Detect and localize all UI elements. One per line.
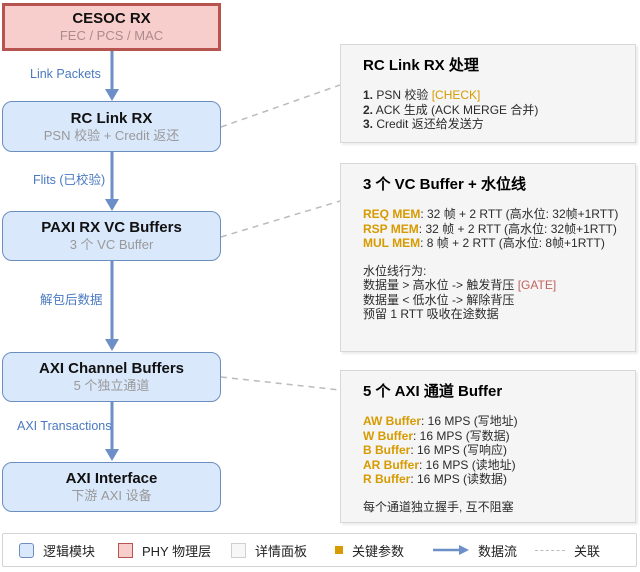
flow-node-cesoc-rx: CESOC RX FEC / PCS / MAC [2, 3, 221, 51]
channel-value: : 16 MPS (写地址) [421, 414, 518, 428]
panel-list-item: 1. PSN 校验 [CHECK] [363, 88, 619, 103]
edge-label-axi-transactions: AXI Transactions [17, 419, 112, 433]
list-text: ACK 生成 (ACK MERGE 合并) [375, 102, 539, 117]
panel-footer: 每个通道独立握手, 互不阻塞 [363, 499, 514, 514]
channel-value: : 16 MPS (写数据) [413, 428, 510, 443]
legend-label: 数据流 [478, 543, 518, 559]
legend-label: 关键参数 [352, 543, 405, 559]
flow-arrowhead-4 [105, 449, 119, 461]
node-title: AXI Channel Buffers [38, 360, 185, 377]
legend-bar: 逻辑模块 PHY 物理层 详情面板 关键参数 数据流 关联 [2, 533, 637, 567]
mem-label: REQ MEM [363, 207, 421, 221]
node-title: RC Link RX [70, 109, 153, 127]
panel-title: 3 个 VC Buffer + 水位线 [363, 176, 526, 193]
spacer [363, 487, 619, 500]
flow-node-axi-interface: AXI Interface 下游 AXI 设备 [2, 462, 221, 512]
list-number: 3. [363, 117, 374, 131]
panel-swatch-icon [231, 542, 246, 558]
logic-swatch-icon [19, 542, 34, 558]
channel-value: : 16 MPS (读地址) [419, 457, 516, 472]
node-subtitle: PSN 校验 + Credit 返还 [43, 127, 180, 143]
panel-list-item: 3. Credit 返还给发送方 [363, 117, 619, 132]
mem-label: MUL MEM [363, 236, 421, 250]
panel-title: RC Link RX 处理 [363, 57, 479, 74]
mem-line: RSP MEM: 32 帧 + 2 RTT (高水位: 32帧+1RTT) [363, 222, 619, 237]
node-title: CESOC RX [72, 10, 151, 27]
legend-label: PHY 物理层 [142, 543, 212, 559]
legend-item-association: 关联 [535, 534, 600, 566]
mem-line: REQ MEM: 32 帧 + 2 RTT (高水位: 32帧+1RTT) [363, 207, 619, 222]
list-number: 2. [363, 102, 374, 117]
channel-line: AR Buffer: 16 MPS (读地址) [363, 458, 619, 473]
behavior-text: 数据量 > 高水位 -> 触发背压 [363, 278, 515, 292]
assoc-line-panel-1 [220, 84, 341, 128]
mem-line: MUL MEM: 8 帧 + 2 RTT (高水位: 8帧+1RTT) [363, 236, 619, 251]
channel-label: B Buffer [363, 443, 411, 457]
mem-value: : 32 帧 + 2 RTT (高水位: 32帧+1RTT) [418, 221, 617, 236]
assoc-line-panel-2 [220, 200, 341, 238]
channel-line: W Buffer: 16 MPS (写数据) [363, 429, 619, 444]
behavior-line: 数据量 < 低水位 -> 解除背压 [363, 293, 619, 308]
behavior-line: 数据量 > 高水位 -> 触发背压 [GATE] [363, 278, 619, 293]
node-subtitle: FEC / PCS / MAC [59, 28, 164, 43]
channel-label: R Buffer [363, 472, 411, 486]
legend-label: 关联 [574, 543, 601, 559]
panel-list-item: 2. ACK 生成 (ACK MERGE 合并) [363, 103, 619, 118]
channel-label: W Buffer [363, 428, 413, 443]
legend-label: 逻辑模块 [43, 543, 96, 559]
channel-line: AW Buffer: 16 MPS (写地址) [363, 414, 619, 429]
flow-node-axi-channel-buffers: AXI Channel Buffers 5 个独立通道 [2, 352, 221, 402]
spacer [363, 251, 619, 264]
channel-label: AR Buffer [363, 457, 419, 472]
mem-value: : 32 帧 + 2 RTT (高水位: 32帧+1RTT) [420, 207, 619, 221]
node-subtitle: 3 个 VC Buffer [69, 237, 154, 252]
edge-label-unpacked-data: 解包后数据 [40, 293, 103, 307]
behavior-heading: 水位线行为: [363, 263, 427, 278]
flow-arrowhead-3 [105, 339, 119, 351]
edge-label-link-packets: Link Packets [30, 67, 101, 81]
legend-label: 详情面板 [255, 543, 308, 559]
edge-label-flits: Flits (已校验) [33, 173, 106, 187]
legend-item-phy: PHY 物理层 [118, 534, 211, 566]
legend-item-logic: 逻辑模块 [19, 534, 95, 566]
channel-line: R Buffer: 16 MPS (读数据) [363, 472, 619, 487]
channel-label: AW Buffer [363, 414, 421, 428]
key-param-dot-icon [335, 546, 343, 554]
detail-panel-axi-channels: 5 个 AXI 通道 Buffer AW Buffer: 16 MPS (写地址… [340, 370, 636, 523]
list-number: 1. [363, 88, 374, 102]
channel-value: : 16 MPS (读数据) [410, 472, 508, 486]
phy-swatch-icon [118, 542, 133, 558]
node-subtitle: 5 个独立通道 [73, 378, 150, 393]
node-title: PAXI RX VC Buffers [41, 219, 182, 236]
panel-title: 5 个 AXI 通道 Buffer [363, 383, 503, 400]
node-subtitle: 下游 AXI 设备 [71, 488, 152, 503]
behavior-text: 数据量 < 低水位 -> 解除背压 [363, 292, 515, 307]
channel-value: : 16 MPS (写响应) [410, 443, 508, 457]
detail-panel-vc-buffers: 3 个 VC Buffer + 水位线 REQ MEM: 32 帧 + 2 RT… [340, 163, 636, 352]
flow-arrowhead-1 [105, 89, 119, 101]
flow-arrowhead-2 [105, 199, 119, 211]
mem-value: : 8 帧 + 2 RTT (高水位: 8帧+1RTT) [420, 236, 605, 250]
flow-node-paxi-rx-vc-buffers: PAXI RX VC Buffers 3 个 VC Buffer [2, 211, 221, 261]
key-param-tag: [CHECK] [431, 88, 481, 102]
flow-node-rc-link-rx: RC Link RX PSN 校验 + Credit 返还 [2, 101, 221, 152]
behavior-text: 预留 1 RTT 吸收在途数据 [363, 307, 499, 321]
mem-label: RSP MEM [363, 221, 419, 236]
channel-line: B Buffer: 16 MPS (写响应) [363, 443, 619, 458]
legend-item-key-param: 关键参数 [335, 534, 404, 566]
list-text: Credit 返还给发送方 [376, 117, 484, 131]
detail-panel-rc-link-rx: RC Link RX 处理 1. PSN 校验 [CHECK] 2. ACK 生… [340, 44, 636, 143]
list-text: PSN 校验 [376, 88, 429, 102]
behavior-line: 预留 1 RTT 吸收在途数据 [363, 307, 619, 322]
node-title: AXI Interface [65, 470, 158, 487]
flow-arrow-icon [433, 545, 469, 555]
assoc-line-panel-3 [220, 376, 341, 391]
association-lines [220, 84, 341, 391]
legend-item-panel: 详情面板 [231, 534, 307, 566]
gate-tag: [GATE] [517, 278, 557, 292]
dashed-line-icon [535, 549, 565, 551]
legend-item-data-flow: 数据流 [433, 534, 517, 566]
